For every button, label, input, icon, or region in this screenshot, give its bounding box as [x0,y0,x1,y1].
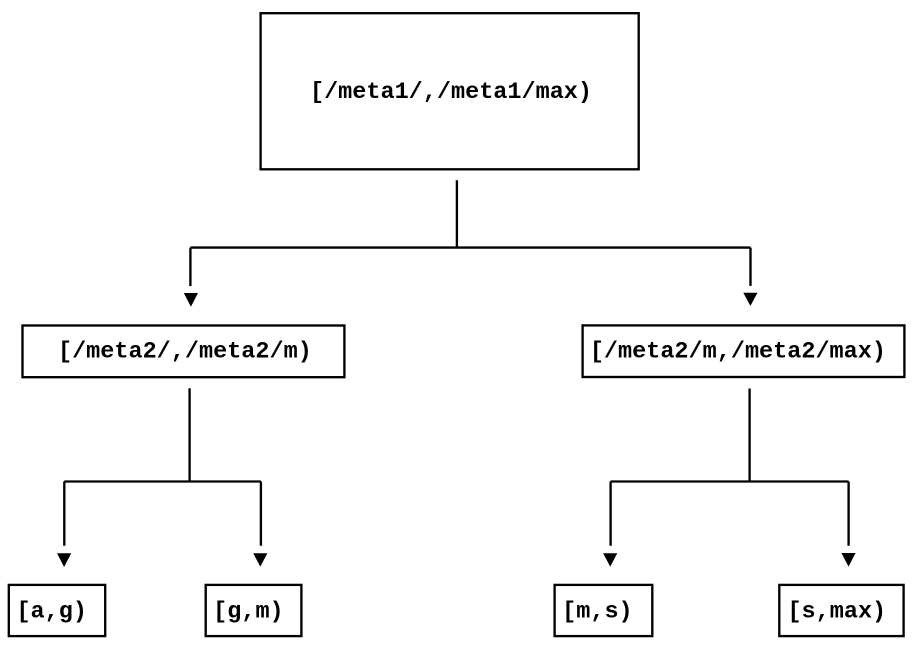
svg-text:[m,s): [m,s) [562,598,633,625]
svg-text:[/meta2/m,/meta2/max): [/meta2/m,/meta2/max) [590,339,886,366]
svg-text:[a,g): [a,g) [16,598,87,625]
svg-text:[/meta2/,/meta2/m): [/meta2/,/meta2/m) [58,339,312,366]
svg-text:[/meta1/,/meta1/max): [/meta1/,/meta1/max) [310,79,592,106]
svg-text:[g,m): [g,m) [213,598,284,625]
svg-text:[s,max): [s,max) [787,598,886,625]
